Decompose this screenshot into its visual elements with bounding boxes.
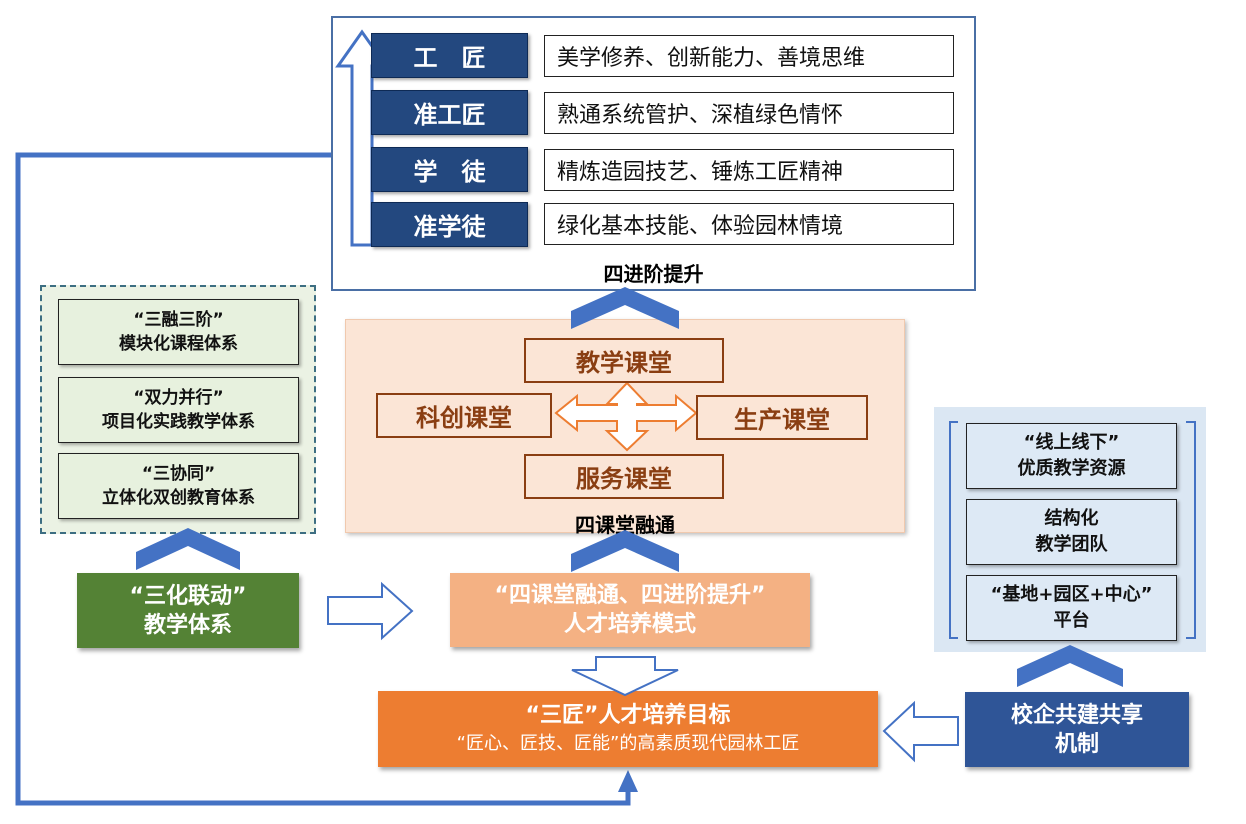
- teaching-classroom-box: 教学课堂: [524, 338, 724, 383]
- box-line1: 校企共建共享: [1010, 702, 1143, 728]
- practice-system-box: “双力并行” 项目化实践教学体系: [58, 377, 299, 443]
- online-resource-box: “线上线下” 优质教学资源: [966, 423, 1177, 489]
- level-desc-text: 精炼造园技艺、锤炼工匠精神: [557, 160, 844, 185]
- box-line2: 教学团队: [1035, 534, 1108, 555]
- level-desc-craftsman: 美学修养、创新能力、善境思维: [544, 35, 954, 77]
- box-line1: “基地+园区+中心”: [990, 584, 1153, 605]
- box-line2: 优质教学资源: [1017, 458, 1126, 479]
- teaching-system-box: “三化联动” 教学体系: [77, 573, 299, 648]
- level-label-craftsman: 工 匠: [371, 33, 528, 78]
- level-label-text: 学 徒: [413, 158, 486, 186]
- classroom-label: 科创课堂: [416, 404, 512, 432]
- box-line2: 平台: [1053, 610, 1090, 631]
- classroom-label: 教学课堂: [576, 349, 672, 377]
- box-line1: “线上线下”: [1023, 432, 1120, 453]
- teaching-team-box: 结构化 教学团队: [966, 499, 1177, 565]
- platform-box: “基地+园区+中心” 平台: [966, 575, 1177, 641]
- box-line1: “四课堂融通、四进阶提升”: [494, 583, 766, 608]
- training-model-box: “四课堂融通、四进阶提升” 人才培养模式: [450, 573, 810, 647]
- mechanism-box: 校企共建共享 机制: [965, 692, 1189, 767]
- goal-title: “三匠”人才培养目标: [525, 703, 731, 728]
- box-line1: “双力并行”: [133, 388, 224, 408]
- four-level-caption: 四进阶提升: [603, 262, 704, 286]
- level-desc-text: 美学修养、创新能力、善境思维: [557, 46, 866, 71]
- classroom-label: 服务课堂: [576, 465, 672, 493]
- feedback-loop-arrowhead: [618, 770, 638, 792]
- level-desc-quasi-craftsman: 熟通系统管护、深植绿色情怀: [544, 92, 954, 134]
- box-line1: “三融三阶”: [133, 310, 224, 330]
- goal-subtitle: “匠心、匠技、匠能”的高素质现代园林工匠: [456, 733, 800, 754]
- level-label-apprentice: 学 徒: [371, 147, 528, 192]
- level-desc-text: 绿化基本技能、体验园林情境: [557, 214, 844, 239]
- training-goal-box: “三匠”人才培养目标 “匠心、匠技、匠能”的高素质现代园林工匠: [378, 691, 878, 767]
- level-label-quasi-apprentice: 准学徒: [371, 202, 528, 247]
- box-line1: “三化联动”: [129, 583, 247, 609]
- box-line2: 机制: [1054, 731, 1099, 757]
- box-line2: 立体化双创教育体系: [102, 488, 255, 508]
- course-system-box: “三融三阶” 模块化课程体系: [58, 299, 299, 365]
- four-classroom-caption: 四课堂融通: [575, 513, 675, 537]
- box-line2: 项目化实践教学体系: [102, 412, 255, 432]
- level-desc-apprentice: 精炼造园技艺、锤炼工匠精神: [544, 149, 954, 191]
- feedback-loop-line: [15, 152, 631, 806]
- innovation-system-box: “三协同” 立体化双创教育体系: [58, 453, 299, 519]
- box-line2: 人才培养模式: [563, 612, 696, 637]
- level-label-quasi-craftsman: 准工匠: [371, 90, 528, 135]
- level-label-text: 准学徒: [413, 213, 486, 241]
- production-classroom-box: 生产课堂: [696, 395, 868, 440]
- level-label-text: 工 匠: [413, 44, 486, 72]
- box-line2: 教学体系: [143, 612, 232, 638]
- level-desc-quasi-apprentice: 绿化基本技能、体验园林情境: [544, 203, 954, 245]
- level-desc-text: 熟通系统管护、深植绿色情怀: [557, 103, 844, 128]
- box-line1: 结构化: [1044, 508, 1099, 529]
- service-classroom-box: 服务课堂: [524, 454, 724, 499]
- box-line1: “三协同”: [141, 464, 216, 484]
- level-label-text: 准工匠: [413, 101, 486, 129]
- classroom-label: 生产课堂: [734, 406, 830, 434]
- innovation-classroom-box: 科创课堂: [376, 393, 552, 438]
- box-line2: 模块化课程体系: [119, 334, 238, 354]
